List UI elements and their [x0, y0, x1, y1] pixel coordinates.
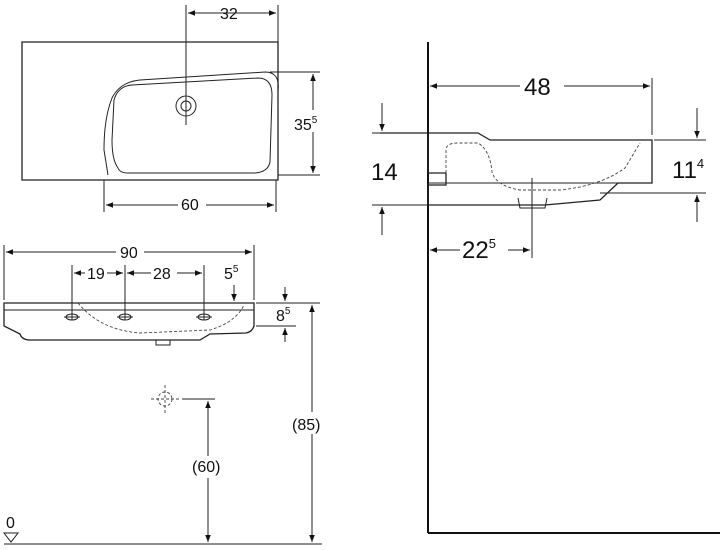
floor-level-label: 0: [6, 515, 15, 532]
top-view-basin-outline: [21, 41, 279, 181]
dim-waste-height-label: (60): [192, 459, 220, 476]
side-view-bowl-dashed: [445, 142, 641, 191]
dim-bowl-width-label: 60: [181, 197, 199, 214]
top-view-bowl-outer: [103, 71, 279, 180]
dim-rim-thickness-label: 85: [276, 306, 291, 325]
waste-centre-symbol: [151, 385, 179, 413]
front-view-tap-hole-2: [117, 313, 133, 321]
dim-rim-height-label: (85): [292, 417, 320, 434]
dim-projection-label: 48: [524, 74, 551, 101]
dim-depth-label: 355: [294, 115, 318, 134]
front-view-waste-outlet: [155, 339, 171, 346]
dim-waste-offset-label: 225: [462, 236, 496, 264]
floor-level-marker: [2, 532, 20, 543]
dim-hole-spacing-1-label: 19: [87, 266, 105, 283]
dim-height-right-label: 114: [672, 156, 704, 184]
dim-edge-offset-label: 55: [224, 264, 239, 283]
dim-height-left-label: 14: [371, 159, 398, 186]
front-view-tap-hole-3: [196, 313, 212, 321]
dim-hole-spacing-2-label: 28: [153, 266, 171, 283]
front-view-bowl-dashed: [77, 302, 245, 334]
dim-tap-offset-label: 32: [220, 6, 238, 23]
top-view-bowl-inner: [111, 77, 273, 174]
front-view-basin-outline: [3, 302, 255, 341]
side-view: 48 14 114 225: [371, 42, 720, 534]
front-view: 90 19 28 55 85 (85): [2, 242, 334, 545]
dim-total-width-label: 90: [120, 245, 138, 262]
side-view-basin-outline: [380, 132, 653, 206]
front-view-tap-hole-1: [64, 313, 80, 321]
top-view: 32 355 60: [21, 5, 323, 214]
